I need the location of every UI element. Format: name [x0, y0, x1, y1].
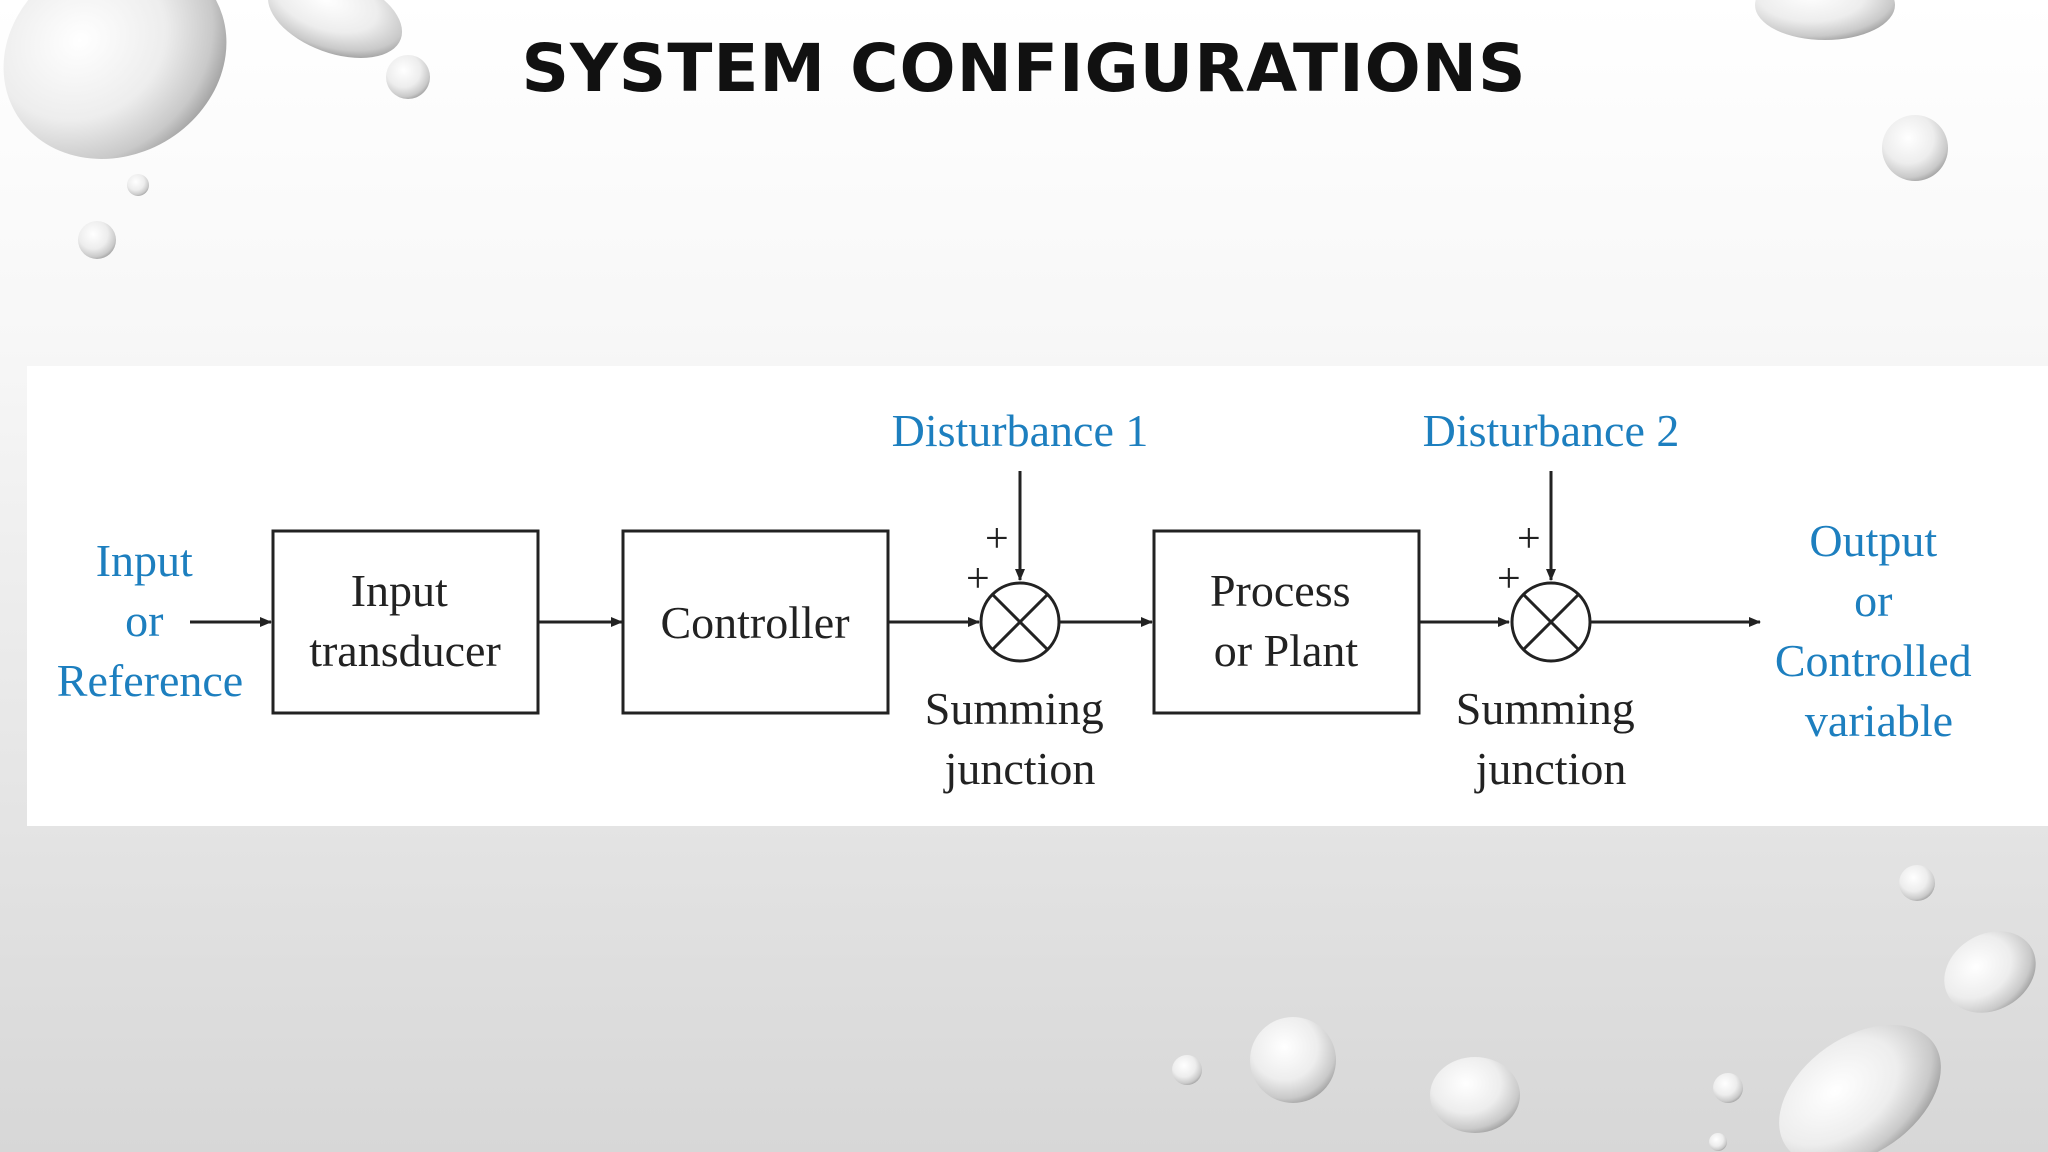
plus-sign-j2-top: +: [1517, 516, 1541, 562]
disturbance-1-label: Disturbance 1: [892, 405, 1149, 456]
plus-sign-j2-left: +: [1497, 556, 1521, 602]
input-reference-label: Input or Reference: [57, 535, 243, 706]
block-controller: [621, 529, 890, 715]
control-system-block-diagram: Input or Reference Input transducer Cont…: [57, 405, 1983, 794]
block-input-transducer-label: Input transducer: [309, 565, 501, 676]
summing-junction-1: [979, 581, 1061, 663]
block-diagram-panel: Input or Reference Input transducer Cont…: [27, 366, 2048, 826]
disturbance-2-label: Disturbance 2: [1423, 405, 1680, 456]
summing-junction-2-label: Summing junction: [1456, 683, 1646, 794]
summing-junction-1-label: Summing junction: [925, 683, 1115, 794]
plus-sign-j1-top: +: [985, 516, 1009, 562]
slide-title: SYSTEM CONFIGURATIONS: [521, 30, 1527, 107]
summing-junction-2: [1510, 581, 1592, 663]
block-process-plant-label: Process or Plant: [1210, 565, 1362, 676]
plus-sign-j1-left: +: [966, 556, 990, 602]
block-controller-label: Controller: [660, 597, 849, 648]
output-controlled-variable-label: Output or Controlled variable: [1775, 515, 1983, 746]
block-process-plant: [1152, 529, 1421, 715]
block-input-transducer: [271, 529, 540, 715]
